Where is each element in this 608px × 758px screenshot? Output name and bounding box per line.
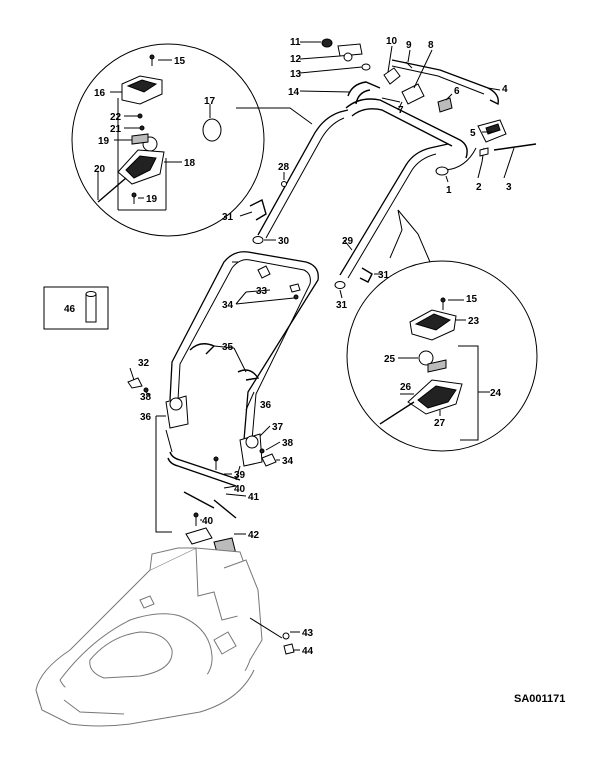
label-34-upper: 33 bbox=[256, 286, 268, 297]
detail-circle-left bbox=[71, 43, 313, 237]
label-12: 12 bbox=[290, 54, 302, 65]
label-3: 3 bbox=[506, 182, 512, 193]
label-23: 22 bbox=[110, 112, 122, 123]
label-46: 46 bbox=[64, 304, 76, 315]
label-39-left: 38 bbox=[140, 392, 152, 403]
lower-handle bbox=[169, 251, 319, 441]
label-31-upper: 30 bbox=[278, 236, 290, 247]
label-41: 40 bbox=[234, 484, 246, 495]
label-37: 36 bbox=[260, 400, 272, 411]
label-9: 9 bbox=[406, 40, 412, 51]
label-15-right: 15 bbox=[466, 294, 478, 305]
label-28: 27 bbox=[434, 418, 446, 429]
diagram-code: SA001171 bbox=[514, 693, 565, 705]
label-34-right: 34 bbox=[282, 456, 294, 467]
cable-assembly-right bbox=[435, 119, 537, 176]
label-8: 8 bbox=[428, 40, 434, 51]
label-4: 4 bbox=[502, 84, 508, 95]
label-32: 31 bbox=[222, 212, 234, 223]
label-14: 14 bbox=[288, 87, 300, 98]
leader-lines-middle bbox=[213, 261, 295, 373]
nut-icon bbox=[321, 38, 333, 48]
label-2: 2 bbox=[476, 182, 482, 193]
label-13: 13 bbox=[290, 69, 302, 80]
label-35: 34 bbox=[222, 300, 234, 311]
label-43: 42 bbox=[248, 530, 260, 541]
mower-deck bbox=[35, 547, 300, 727]
label-40-upper: 39 bbox=[234, 470, 246, 481]
detail-circle-right bbox=[346, 209, 538, 452]
leader-lines-top bbox=[299, 41, 515, 183]
label-26: 25 bbox=[384, 354, 396, 365]
label-38-right: 37 bbox=[272, 422, 284, 433]
label-24: 23 bbox=[468, 316, 480, 327]
label-30: 29 bbox=[342, 236, 354, 247]
label-33: 31 bbox=[378, 270, 390, 281]
label-39-right: 38 bbox=[282, 438, 294, 449]
box-46 bbox=[43, 286, 109, 330]
label-10: 10 bbox=[386, 36, 398, 47]
label-40-lower: 40 bbox=[202, 516, 214, 527]
label-18: 18 bbox=[184, 158, 196, 169]
label-19: 19 bbox=[146, 194, 158, 205]
label-45: 44 bbox=[302, 646, 314, 657]
label-6: 6 bbox=[454, 86, 460, 97]
label-25: 24 bbox=[490, 388, 502, 399]
label-22: 21 bbox=[110, 124, 122, 135]
label-16: 16 bbox=[94, 88, 106, 99]
label-27: 26 bbox=[400, 382, 412, 393]
label-11: 11 bbox=[290, 37, 301, 48]
label-7: 7 bbox=[398, 105, 404, 116]
label-31-lower: 31 bbox=[336, 300, 348, 311]
label-36: 35 bbox=[222, 342, 234, 353]
label-42: 41 bbox=[248, 492, 260, 503]
label-38-left: 36 bbox=[140, 412, 152, 423]
label-1: 1 bbox=[446, 185, 452, 196]
label-34-left: 32 bbox=[138, 358, 150, 369]
disc-icon bbox=[202, 118, 222, 142]
label-17: 17 bbox=[204, 96, 216, 107]
label-29: 28 bbox=[278, 162, 290, 173]
label-21: 20 bbox=[94, 164, 106, 175]
part-labels: 11 12 13 14 10 9 8 4 6 7 5 1 2 3 15 16 1… bbox=[64, 36, 565, 705]
label-44: 43 bbox=[302, 628, 314, 639]
middle-parts bbox=[239, 172, 382, 299]
label-20: 19 bbox=[98, 136, 110, 147]
upper-handle bbox=[257, 81, 468, 279]
label-5: 5 bbox=[470, 128, 476, 139]
label-15-left: 15 bbox=[174, 56, 186, 67]
